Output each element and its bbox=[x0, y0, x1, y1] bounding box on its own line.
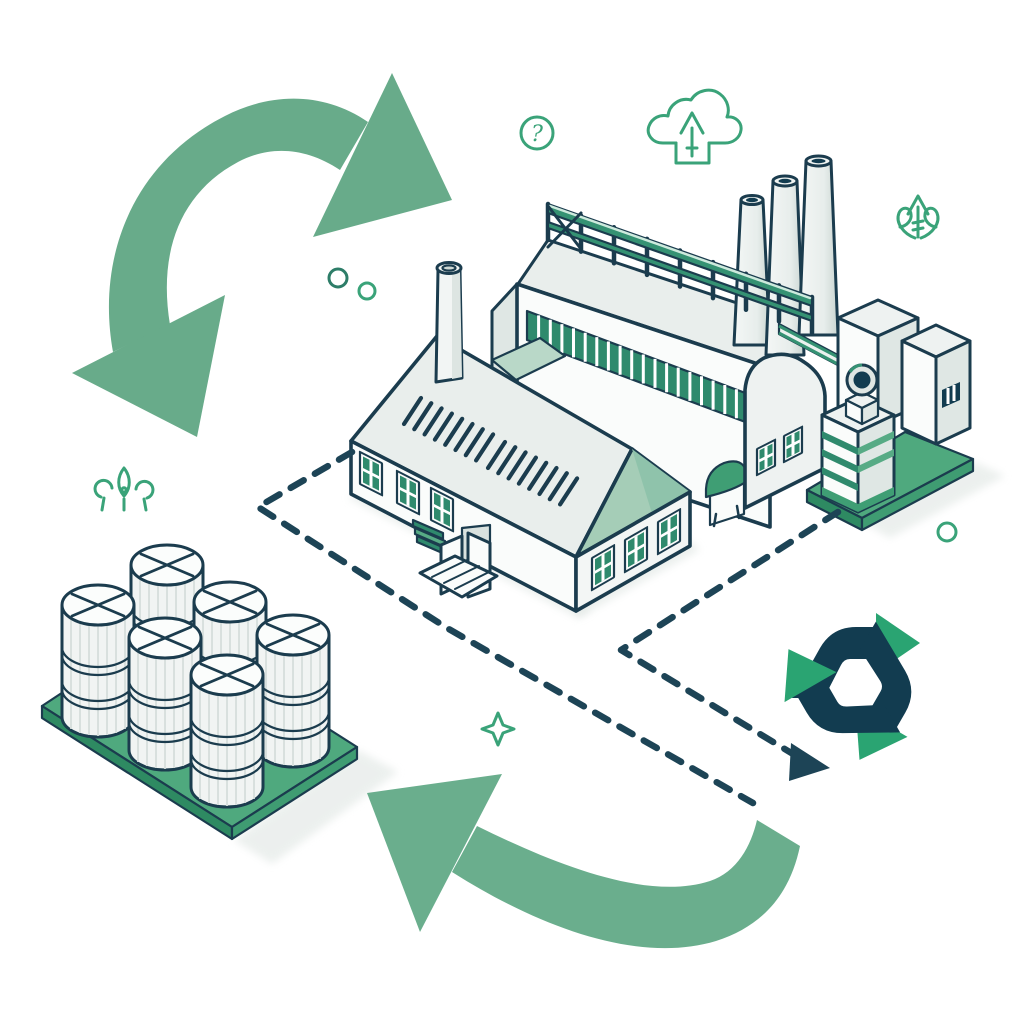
storage-barrels bbox=[40, 543, 359, 841]
dashed-flow-lines bbox=[254, 448, 842, 807]
cycle-arrowhead-right bbox=[313, 73, 452, 237]
bubble-icons bbox=[327, 267, 958, 543]
cycle-arrowhead-left bbox=[72, 295, 225, 437]
rooftop-machine bbox=[844, 363, 880, 426]
flow-arrowhead bbox=[789, 743, 830, 781]
cycle-arrow bbox=[72, 73, 452, 437]
flow-line-right bbox=[617, 508, 842, 758]
arched-hall-end bbox=[743, 352, 827, 510]
rooftop-railing bbox=[545, 201, 815, 336]
bubble-icon bbox=[357, 281, 377, 301]
awning-door bbox=[704, 460, 749, 528]
tower-window-bands bbox=[822, 431, 894, 512]
barrel bbox=[255, 613, 331, 769]
return-arrow bbox=[367, 774, 800, 949]
sparkle-icon bbox=[480, 711, 516, 747]
low-roof bbox=[490, 336, 567, 382]
loading-dock bbox=[418, 523, 499, 599]
return-arrowhead bbox=[367, 774, 502, 932]
smokestack bbox=[732, 194, 772, 347]
bubble-icon bbox=[936, 521, 958, 543]
question-circle-icon: ? bbox=[519, 115, 555, 151]
bubble-icon bbox=[327, 267, 349, 289]
flow-line-left bbox=[254, 448, 757, 807]
warehouse bbox=[349, 261, 692, 613]
smokestacks bbox=[732, 154, 840, 357]
storage-block bbox=[900, 323, 972, 446]
cloud-upload-icon bbox=[646, 88, 743, 165]
smokestack bbox=[797, 154, 840, 337]
plants-icon bbox=[93, 466, 155, 512]
roof-vents bbox=[401, 395, 580, 507]
barrel bbox=[60, 583, 136, 739]
question-glyph: ? bbox=[531, 122, 543, 147]
factory-complex bbox=[349, 154, 975, 613]
barrel bbox=[189, 653, 265, 809]
annex bbox=[805, 298, 975, 532]
warehouse-chimney bbox=[434, 261, 464, 384]
growth-arrow-icon bbox=[896, 194, 940, 240]
